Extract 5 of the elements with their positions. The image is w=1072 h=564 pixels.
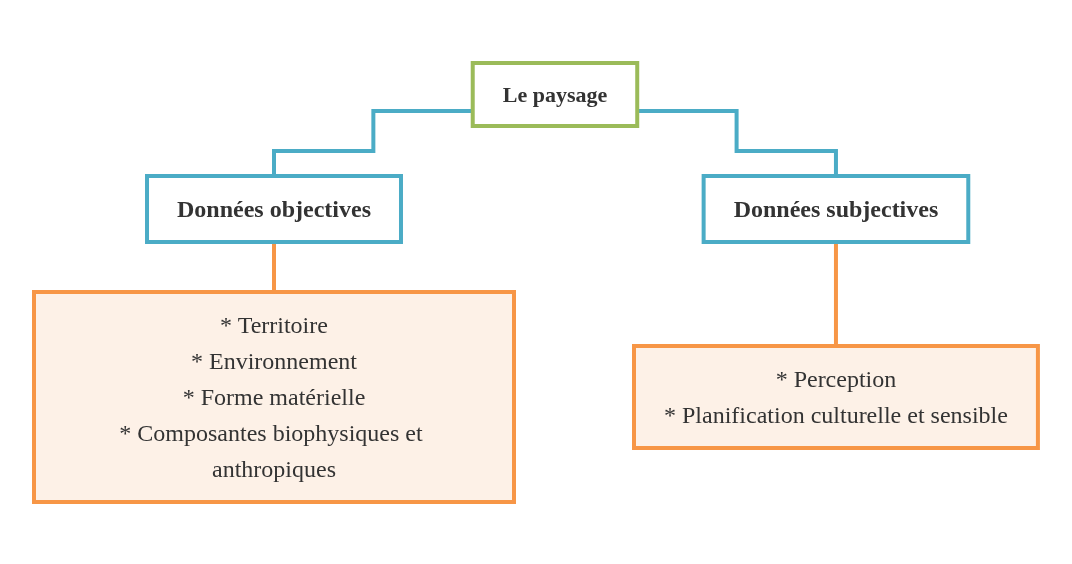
node-box: Données subjectives <box>701 173 971 244</box>
node-box: Données objectives <box>145 173 404 244</box>
node-box: * Perception * Planification culturelle et sensible <box>632 343 1040 450</box>
node-box: * Territoire * Environnement * Forme matérielle * Composantes biophysiques et anthropiques <box>32 289 517 504</box>
node-box: Le paysage <box>470 60 640 128</box>
